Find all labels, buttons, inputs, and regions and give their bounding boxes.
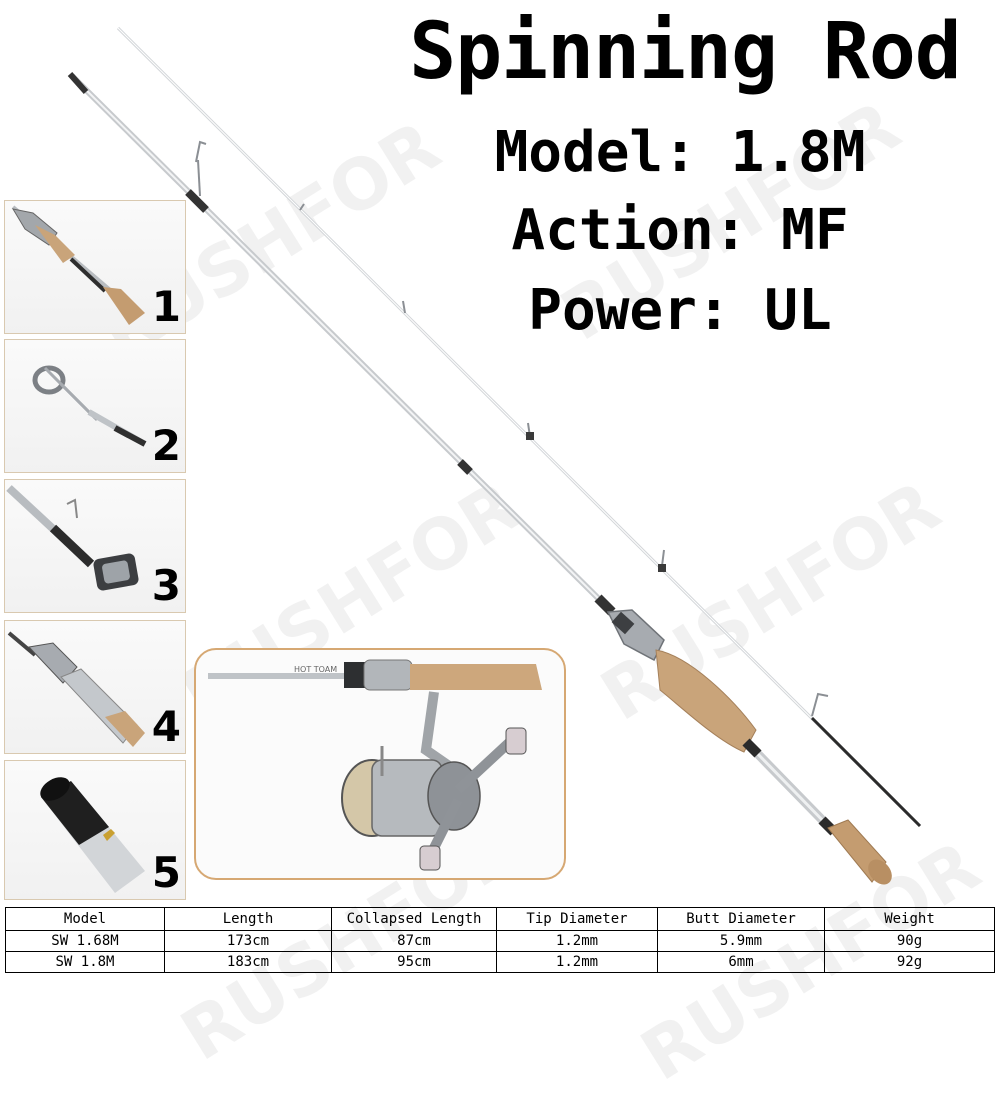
- spinning-reel-icon: HOT TOAM: [208, 659, 542, 871]
- table-cell: 183cm: [164, 951, 332, 973]
- reel-closeup-inset: HOT TOAM: [194, 648, 566, 880]
- cork-handle-icon: [11, 205, 145, 325]
- column-header-collapsed-length: Collapsed Length: [331, 907, 497, 931]
- table-row: SW 1.8M 183cm 95cm 1.2mm 6mm 92g: [5, 951, 995, 973]
- column-header-tip-diameter: Tip Diameter: [496, 907, 658, 931]
- detail-number: 1: [151, 282, 181, 331]
- column-header-model: Model: [5, 907, 165, 931]
- table-cell: SW 1.68M: [5, 930, 165, 952]
- column-header-length: Length: [164, 907, 332, 931]
- model-spec: Model: 1.8M: [494, 120, 866, 185]
- fishing-rod-illustration: [67, 26, 922, 885]
- table-cell: 173cm: [164, 930, 332, 952]
- detail-number: 4: [151, 702, 181, 751]
- line-guide-icon: [6, 485, 139, 591]
- detail-number: 3: [151, 561, 181, 610]
- table-header-row: Model Length Collapsed Length Tip Diamet…: [5, 907, 995, 931]
- table-cell: 90g: [824, 930, 995, 952]
- rod-tip-guide-icon: [32, 365, 147, 447]
- table-cell: 95cm: [331, 951, 497, 973]
- table-cell: SW 1.8M: [5, 951, 165, 973]
- table-row: SW 1.68M 173cm 87cm 1.2mm 5.9mm 90g: [5, 930, 995, 952]
- detail-thumb-3: 3: [4, 479, 186, 613]
- table-cell: 87cm: [331, 930, 497, 952]
- detail-thumb-2: 2: [4, 339, 186, 473]
- detail-thumb-1: 1: [4, 200, 186, 334]
- table-cell: 6mm: [657, 951, 825, 973]
- table-cell: 1.2mm: [496, 951, 658, 973]
- detail-thumbnails: 1 2 3 4: [4, 200, 186, 900]
- action-spec: Action: MF: [511, 198, 849, 263]
- table-cell: 92g: [824, 951, 995, 973]
- column-header-butt-diameter: Butt Diameter: [657, 907, 825, 931]
- column-header-weight: Weight: [824, 907, 995, 931]
- detail-thumb-4: 4: [4, 620, 186, 754]
- power-spec: Power: UL: [528, 278, 832, 343]
- detail-thumb-5: 5: [4, 760, 186, 900]
- reel-seat-icon: [7, 631, 145, 747]
- detail-number: 5: [151, 848, 181, 897]
- specification-table: Model Length Collapsed Length Tip Diamet…: [5, 907, 995, 973]
- table-cell: 1.2mm: [496, 930, 658, 952]
- butt-cap-icon: [40, 777, 145, 893]
- table-cell: 5.9mm: [657, 930, 825, 952]
- rod-blank-label: HOT TOAM: [294, 665, 337, 674]
- product-title: Spinning Rod: [409, 7, 962, 97]
- detail-number: 2: [151, 421, 181, 470]
